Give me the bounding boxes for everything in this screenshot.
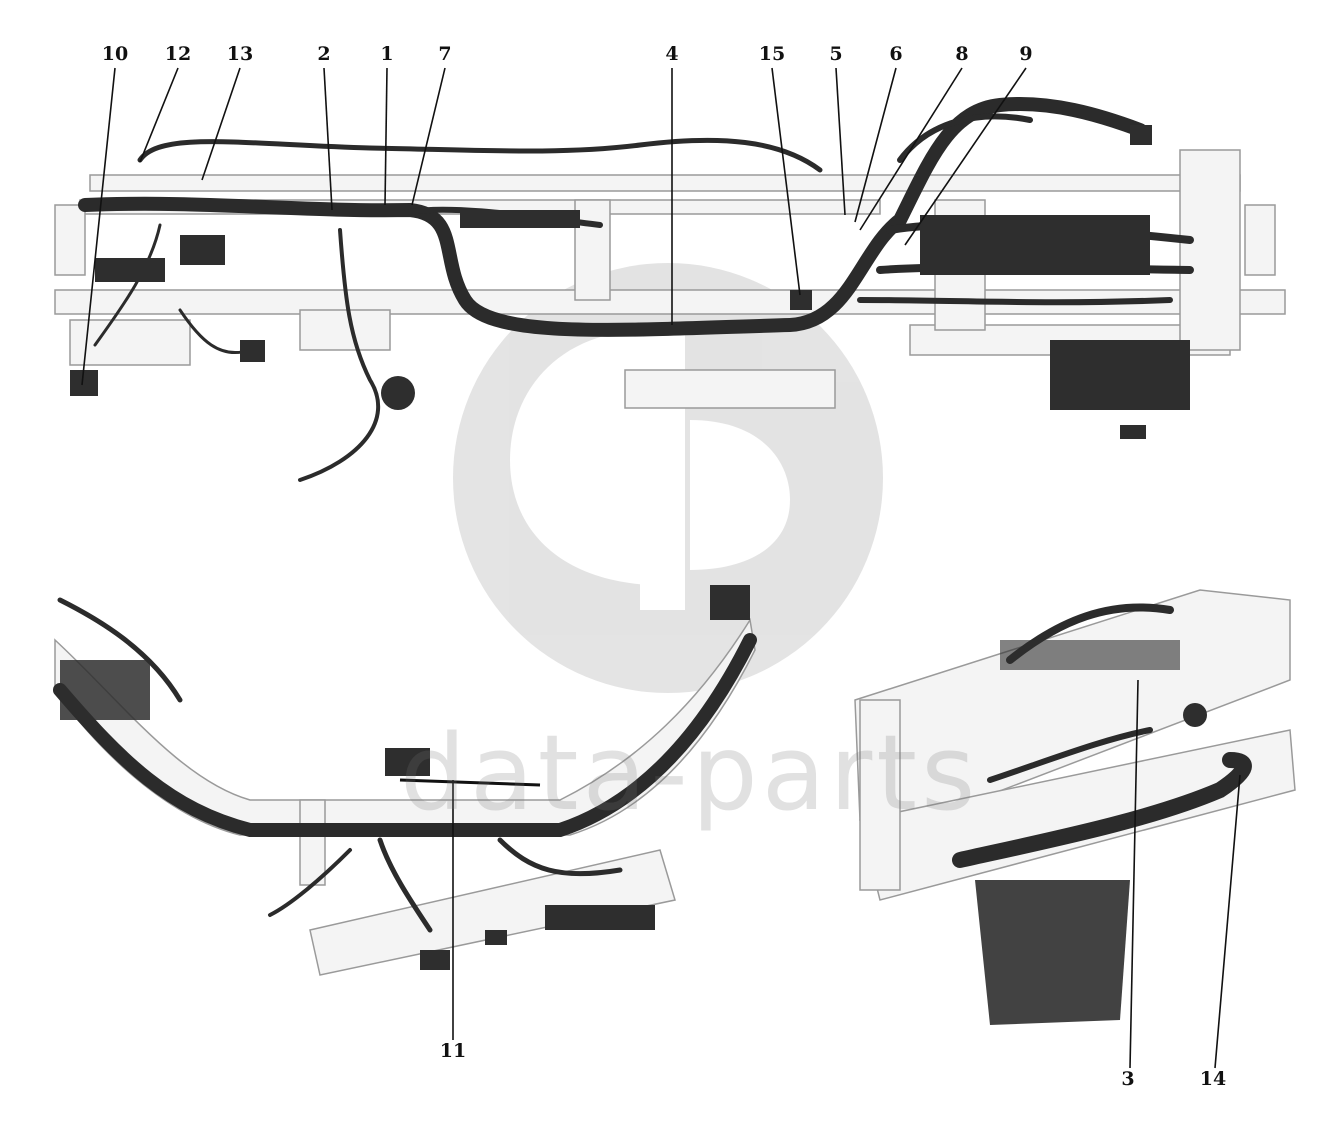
callout-13: 13 xyxy=(226,43,254,65)
callout-10: 10 xyxy=(101,43,129,65)
detail-view-right xyxy=(854,589,1296,1025)
detail-view-left xyxy=(53,585,757,976)
harness-connectors xyxy=(70,125,1190,439)
callout-1: 1 xyxy=(380,43,394,65)
callout-14: 14 xyxy=(1199,1068,1227,1090)
callout-3: 3 xyxy=(1121,1068,1135,1090)
leader-lines xyxy=(81,67,1241,1069)
callout-4: 4 xyxy=(665,43,679,65)
callout-9: 9 xyxy=(1019,43,1033,65)
callout-15: 15 xyxy=(758,43,786,65)
callout-5: 5 xyxy=(829,43,843,65)
callout-8: 8 xyxy=(955,43,969,65)
callout-11: 11 xyxy=(439,1040,467,1062)
callout-2: 2 xyxy=(317,43,331,65)
instrument-panel-frame xyxy=(54,149,1286,409)
callout-7: 7 xyxy=(438,43,452,65)
callout-6: 6 xyxy=(889,43,903,65)
callout-12: 12 xyxy=(164,43,192,65)
watermark-text: data-parts xyxy=(400,712,980,834)
top-view xyxy=(54,97,1286,482)
